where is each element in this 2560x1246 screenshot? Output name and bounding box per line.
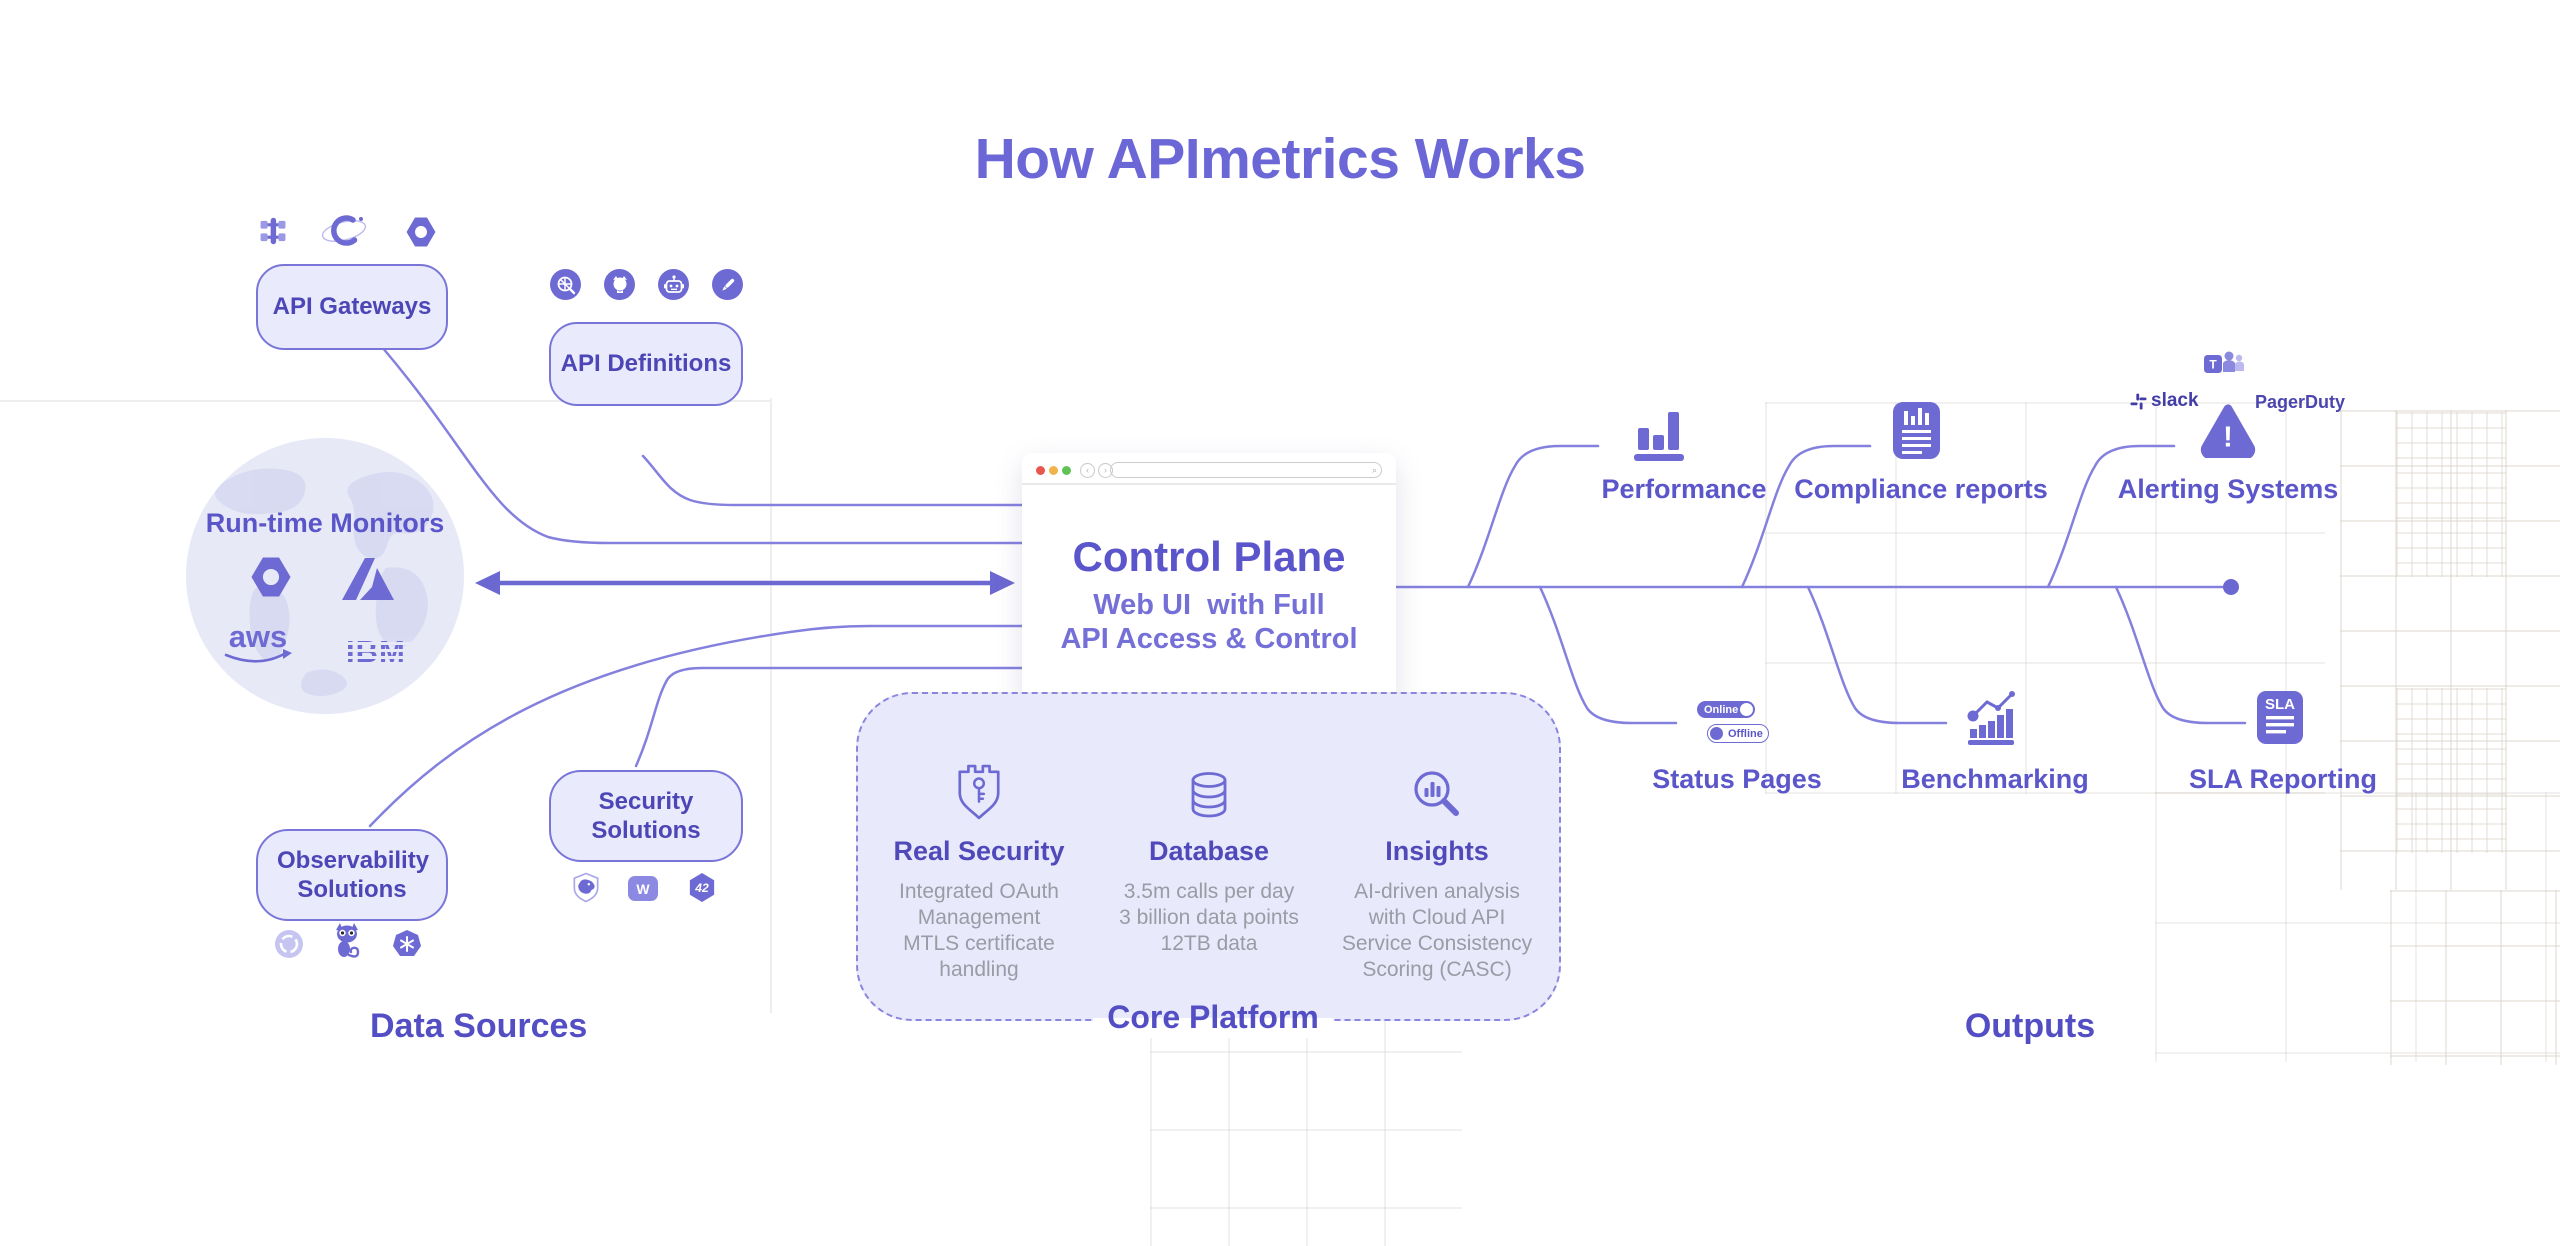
orbit-c-icon <box>321 215 367 246</box>
runtime-monitors-label: Run-time Monitors <box>205 508 445 538</box>
toggle-knob <box>1740 703 1753 716</box>
heptagon-flake-icon <box>393 930 421 956</box>
security-solutions-box: Security Solutions <box>549 770 743 862</box>
core-item-text: 3 billion data points <box>1119 906 1299 929</box>
core-item-text: handling <box>939 958 1019 981</box>
core-item-text: with Cloud API <box>1368 906 1506 929</box>
core-item-text: Management <box>917 906 1041 929</box>
security-solutions-label: Security Solutions <box>591 787 701 844</box>
lemur-icon <box>336 923 360 958</box>
database-icon <box>1102 760 1316 822</box>
performance-label: Performance <box>1601 474 1767 504</box>
control-plane-subtitle-line1: Web UI with Full <box>1093 589 1325 621</box>
traffic-light-yellow-icon <box>1049 466 1058 475</box>
core-item-text: MTLS certificate <box>903 932 1055 955</box>
observability-solutions-label: Observability Solutions <box>277 846 430 903</box>
bar-chart-icon <box>1634 412 1684 461</box>
bidirectional-arrow <box>475 571 1015 595</box>
offline-toggle: Offline <box>1707 724 1769 743</box>
core-item-text: 3.5m calls per day <box>1123 880 1295 903</box>
alerting-systems-label: Alerting Systems <box>2117 474 2339 504</box>
core-item-insights: Insights AI-driven analysis with Cloud A… <box>1330 760 1544 983</box>
core-item-title: Insights <box>1385 836 1489 866</box>
world-map <box>214 468 434 697</box>
search-icon: ⌕ <box>1371 464 1377 475</box>
hexagon-node-icon <box>406 217 436 247</box>
core-item-text: AI-driven analysis <box>1354 880 1520 903</box>
toggle-knob <box>1710 726 1723 740</box>
background-hairline <box>770 398 772 1013</box>
control-plane-subtitle-line2: API Access & Control <box>1060 623 1358 655</box>
outputs-section-label: Outputs <box>1964 1007 2096 1045</box>
data-sources-section-label: Data Sources <box>370 1007 588 1045</box>
benchmarking-label: Benchmarking <box>1901 764 2089 794</box>
api-gateways-box: API Gateways <box>256 264 448 350</box>
core-item-title: Database <box>1148 836 1270 866</box>
github-icon <box>604 269 635 300</box>
control-plane-window: ‹ › ⌕ Control Plane Web UI with Full API… <box>1022 453 1396 708</box>
svg-text:42: 42 <box>694 881 709 895</box>
core-item-text: Integrated OAuth <box>899 880 1059 903</box>
traffic-light-red-icon <box>1036 466 1045 475</box>
ibm-logo: IBM <box>344 634 432 670</box>
url-bar: ⌕ <box>1110 462 1382 478</box>
shield-key-icon <box>872 760 1086 822</box>
sla-reporting-label: SLA Reporting <box>2189 764 2377 794</box>
aws-logo: aws <box>224 620 292 663</box>
shield-dog-icon <box>573 872 599 903</box>
sla-document-icon: SLA <box>2257 691 2303 744</box>
svg-text:aws: aws <box>229 620 288 654</box>
traffic-light-green-icon <box>1062 466 1071 475</box>
svg-text:!: ! <box>2223 421 2233 453</box>
core-item-text: Scoring (CASC) <box>1362 958 1512 981</box>
benchmark-chart-icon <box>1967 691 2015 745</box>
core-platform-section-label: Core Platform <box>1093 996 1333 1038</box>
online-toggle: Online <box>1697 701 1755 718</box>
robot-icon <box>658 269 689 300</box>
core-item-title: Real Security <box>893 836 1065 866</box>
svg-text:SLA: SLA <box>2265 696 2295 713</box>
warning-triangle-icon: ! <box>2200 404 2256 458</box>
pagerduty-logo: PagerDuty <box>2255 392 2346 412</box>
page-title: How APImetrics Works <box>974 127 1586 191</box>
observability-solutions-box: Observability Solutions <box>256 829 448 921</box>
status-pages-label: Status Pages <box>1652 764 1822 794</box>
slack-logo: slack <box>2130 390 2199 412</box>
runtime-monitors-globe: Run-time Monitors aws IBM <box>186 438 464 714</box>
browser-chrome-bar: ‹ › ⌕ <box>1022 453 1396 485</box>
azure-icon <box>342 558 394 600</box>
api-gateways-label: API Gateways <box>272 293 432 321</box>
core-item-database: Database 3.5m calls per day 3 billion da… <box>1102 760 1316 957</box>
blocks-connector-icon <box>260 217 286 245</box>
trunk-end-dot <box>2223 579 2239 595</box>
hexagon-link-icon <box>251 557 291 597</box>
ms-teams-icon: T <box>2204 351 2244 373</box>
control-plane-title: Control Plane <box>1072 533 1346 580</box>
core-item-text: 12TB data <box>1160 932 1258 955</box>
pen-icon <box>712 269 743 300</box>
core-item-real-security: Real Security Integrated OAuth Managemen… <box>872 760 1086 983</box>
report-document-icon <box>1893 402 1940 459</box>
core-item-text: Service Consistency <box>1341 932 1533 955</box>
core-platform-panel <box>856 692 1561 1021</box>
ring-icon <box>275 930 303 958</box>
magnifier-chart-icon <box>1330 760 1544 822</box>
ship-wheel-icon <box>550 269 581 300</box>
wallarm-icon: W <box>628 876 658 901</box>
api-definitions-box: API Definitions <box>549 322 743 406</box>
slack-hash-icon <box>2130 392 2147 410</box>
compliance-reports-label: Compliance reports <box>1794 474 2048 504</box>
42crunch-icon: 42 <box>689 873 715 902</box>
svg-text:T: T <box>2209 358 2217 372</box>
background-hairline <box>0 400 770 402</box>
api-definitions-label: API Definitions <box>560 350 732 378</box>
back-arrow-icon: ‹ <box>1080 463 1095 478</box>
